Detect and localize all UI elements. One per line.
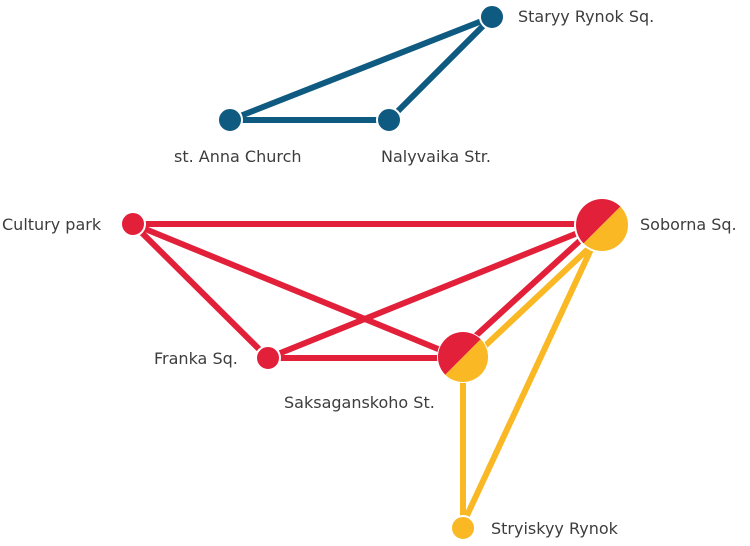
saksaganskoho-red-half [437,331,481,375]
station-node-staryy-rynok[interactable] [479,4,505,30]
station-node-anna-church[interactable] [217,107,243,133]
label-nalyvaika: Nalyvaika Str. [381,147,491,166]
station-node-stryiskyy[interactable] [450,515,476,541]
red-line [130,221,603,361]
soborna-yellow-half [583,206,628,251]
station-node-saksaganskoho[interactable] [437,331,489,383]
blue-segment-staryy-anna [227,14,495,123]
label-staryy-rynok: Staryy Rynok Sq. [518,7,654,26]
yellow-segment-saksaganskoho-soborna [467,231,607,363]
station-node-cultury-park[interactable] [120,211,146,237]
label-saksaganskoho: Saksaganskoho St. [284,393,435,412]
station-node-franka[interactable] [255,345,281,371]
label-anna-church: st. Anna Church [174,147,302,166]
station-nodes [120,4,630,541]
label-cultury-park: Cultury park [2,215,102,234]
saksaganskoho-yellow-half [445,339,489,383]
red-segment-franka-soborna [265,221,603,361]
soborna-red-half [576,199,621,244]
label-franka: Franka Sq. [154,349,238,368]
station-labels: Staryy Rynok Sq. st. Anna Church Nalyvai… [2,7,737,538]
red-segment-saksaganskoho-soborna [455,223,599,355]
station-node-nalyvaika[interactable] [376,107,402,133]
red-segment-cultury-saksaganskoho [130,221,463,361]
yellow-line [460,227,607,527]
station-node-soborna[interactable] [574,197,630,253]
label-soborna: Soborna Sq. [640,215,737,234]
blue-line [227,14,495,123]
label-stryiskyy: Stryiskyy Rynok [491,519,619,538]
blue-segment-nalyvaika-staryy [386,14,495,123]
yellow-segment-soborna-stryiskyy [460,227,603,527]
red-segment-cultury-franka [130,221,271,361]
